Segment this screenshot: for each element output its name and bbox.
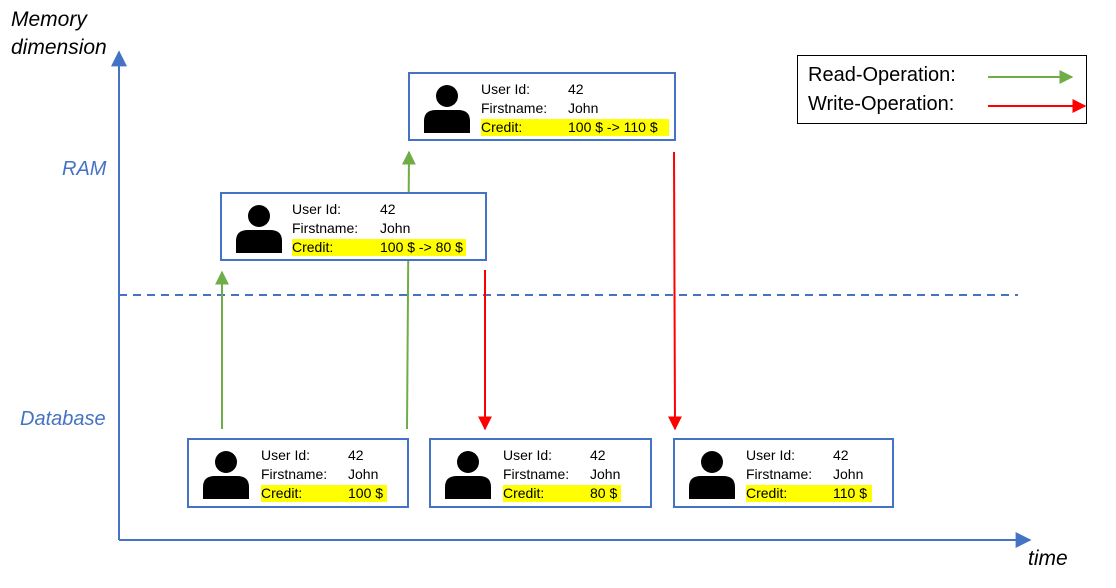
person-icon <box>236 205 282 253</box>
db-card-1: User Id: 42 Firstname: John Credit: 100 $ <box>187 438 409 508</box>
user-id-row: User Id: 42 <box>292 201 472 218</box>
firstname-value: John <box>380 220 411 236</box>
firstname-label: Firstname: <box>746 466 813 482</box>
credit-label: Credit: <box>292 239 334 255</box>
person-icon <box>203 451 249 499</box>
legend-read-label: Read-Operation: <box>808 64 956 86</box>
user-id-label: User Id: <box>261 447 311 463</box>
user-id-label: User Id: <box>503 447 553 463</box>
user-id-label: User Id: <box>481 81 531 97</box>
ram-card-2: User Id: 42 Firstname: John Credit: 100 $ -… <box>408 72 676 141</box>
firstname-row: Firstname: John <box>746 466 886 483</box>
user-id-value: 42 <box>590 447 606 463</box>
firstname-label: Firstname: <box>503 466 570 482</box>
credit-label: Credit: <box>503 485 545 501</box>
firstname-value: John <box>348 466 379 482</box>
x-axis-label: time <box>1028 547 1068 570</box>
tier-label-database: Database <box>20 408 106 430</box>
credit-row: Credit: 100 $ -> 110 $ <box>481 119 669 136</box>
person-icon <box>445 451 491 499</box>
y-axis-label-line2: dimension <box>11 36 107 59</box>
firstname-value: John <box>833 466 864 482</box>
firstname-value: John <box>590 466 621 482</box>
db-card-3: User Id: 42 Firstname: John Credit: 110 $ <box>673 438 894 508</box>
y-axis-label: Memory dimension <box>11 6 107 62</box>
user-id-value: 42 <box>348 447 364 463</box>
legend: Read-Operation: Write-Operation: <box>797 55 1087 124</box>
firstname-row: Firstname: John <box>481 100 671 117</box>
user-id-value: 42 <box>833 447 849 463</box>
firstname-row: Firstname: John <box>261 466 401 483</box>
credit-value: 100 $ -> 80 $ <box>380 239 463 255</box>
credit-row: Credit: 100 $ -> 80 $ <box>292 239 466 256</box>
user-id-value: 42 <box>568 81 584 97</box>
user-id-label: User Id: <box>746 447 796 463</box>
person-icon <box>689 451 735 499</box>
y-axis-label-line1: Memory <box>11 8 87 31</box>
credit-value: 110 $ <box>833 485 867 501</box>
legend-write-label: Write-Operation: <box>808 93 955 115</box>
credit-label: Credit: <box>481 119 523 135</box>
credit-label: Credit: <box>261 485 303 501</box>
credit-label: Credit: <box>746 485 788 501</box>
person-icon <box>424 85 470 133</box>
credit-value: 100 $ <box>348 485 384 501</box>
credit-value: 80 $ <box>590 485 618 501</box>
firstname-row: Firstname: John <box>292 220 472 237</box>
firstname-row: Firstname: John <box>503 466 643 483</box>
user-id-row: User Id: 42 <box>503 447 643 464</box>
legend-swatches <box>988 70 1087 113</box>
tier-label-ram: RAM <box>62 158 107 180</box>
user-id-value: 42 <box>380 201 396 217</box>
credit-row: Credit: 110 $ <box>746 485 872 502</box>
ram-card-1: User Id: 42 Firstname: John Credit: 100 $ -… <box>220 192 487 261</box>
write-arrow-2 <box>667 151 682 431</box>
user-id-row: User Id: 42 <box>481 81 671 98</box>
user-id-row: User Id: 42 <box>746 447 886 464</box>
user-id-label: User Id: <box>292 201 342 217</box>
db-card-2: User Id: 42 Firstname: John Credit: 80 $ <box>429 438 652 508</box>
firstname-label: Firstname: <box>481 100 548 116</box>
user-id-row: User Id: 42 <box>261 447 401 464</box>
credit-row: Credit: 100 $ <box>261 485 387 502</box>
credit-row: Credit: 80 $ <box>503 485 621 502</box>
firstname-label: Firstname: <box>261 466 328 482</box>
firstname-value: John <box>568 100 599 116</box>
firstname-label: Firstname: <box>292 220 359 236</box>
credit-value: 100 $ -> 110 $ <box>568 119 658 135</box>
